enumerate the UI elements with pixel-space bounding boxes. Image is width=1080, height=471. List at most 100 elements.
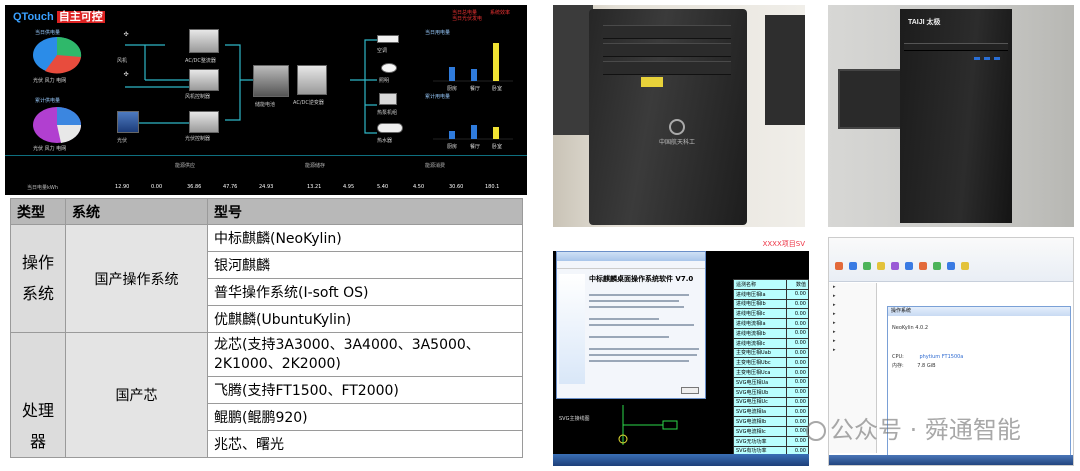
footer-value: 180.1 (485, 184, 500, 190)
toolbar-icon[interactable] (891, 262, 899, 270)
case-brand-casic: 中国航天科工 (658, 139, 695, 146)
toolbar-icon[interactable] (877, 262, 885, 270)
dialog-menu (557, 261, 705, 269)
model-row: 优麒麟(UbuntuKylin) (207, 305, 523, 333)
chart-title-daily-use: 当日用电量 (425, 30, 451, 36)
eq-label-battery: 储能电池 (255, 102, 276, 108)
footer-value: 4.50 (413, 184, 425, 190)
usb-port-icon (974, 57, 980, 60)
casic-logo-icon (669, 119, 685, 135)
daily-use-cat-3: 卧室 (492, 86, 503, 92)
eq-label-inverter: AC/DC逆变器 (293, 100, 324, 106)
chart-title-total-use: 累计用电量 (425, 94, 451, 100)
eq-label-heatpump: 热泵机组 (377, 110, 398, 116)
footer-value: 0.00 (151, 184, 163, 190)
telemetry-value: 0.00 (786, 347, 809, 359)
taskbar (829, 455, 1073, 465)
model-row: 普华操作系统(I-soft OS) (207, 278, 523, 306)
toolbar-icon[interactable] (863, 262, 871, 270)
footer-group-storage: 能源储存 (305, 163, 326, 169)
neokylin-logo-icon (559, 274, 585, 384)
telemetry-name: SVG电压相Uc (732, 396, 788, 408)
usb-port-icon (994, 57, 1000, 60)
computer-case-photo-taiji: TAIJI 太极 (828, 5, 1074, 227)
telemetry-name: SVG电压相Ua (732, 376, 788, 388)
pie-legend-total: 光伏 风力 电网 (33, 146, 67, 152)
pie-title-daily: 当日供电量 (35, 30, 61, 36)
toolbar-icon[interactable] (947, 262, 955, 270)
yellow-sticker (641, 77, 663, 87)
telemetry-header-value: 数值 (786, 279, 809, 290)
category-os-label: 操作系统 (21, 253, 54, 303)
model-row: 银河麒麟 (207, 251, 523, 279)
toolbar-icon[interactable] (919, 262, 927, 270)
footer-row-label: 当日电量kWh (27, 185, 59, 191)
os-name: NeoKylin 4.0.2 (892, 325, 929, 331)
toolbar-icon[interactable] (849, 262, 857, 270)
total-use-cat-2: 餐厅 (470, 144, 481, 150)
telemetry-value: 0.00 (786, 288, 809, 300)
ok-button[interactable] (681, 387, 699, 394)
header-system: 系统 (65, 198, 208, 225)
mem-value: 7.8 GiB (917, 363, 936, 369)
footer-value: 12.90 (115, 184, 130, 190)
dialog-title: 中标麒麟桌面操作系统软件 V7.0 (589, 275, 694, 283)
toolbar-icon[interactable] (835, 262, 843, 270)
background-monitor (553, 5, 593, 135)
telemetry-value: 0.00 (786, 386, 809, 398)
telemetry-value: 0.00 (786, 357, 809, 369)
cpu-label: CPU: (892, 354, 904, 360)
solar-panel-icon (117, 111, 139, 133)
model-row: 兆芯、曙光 (207, 430, 523, 458)
computer-tower-casic: 中国航天科工 (589, 9, 747, 225)
telemetry-name: 进线电压相Ia (732, 288, 788, 300)
daily-use-cat-2: 餐厅 (470, 86, 481, 92)
eq-label-solar: 光伏 (117, 138, 128, 144)
usb-port-icon (984, 57, 990, 60)
mem-label: 内存: (892, 363, 904, 369)
neokylin-config-screenshot: ▸▸▸▸ ▸▸▸▸ 操作系统 NeoKylin 4.0.2 CPU: phyti… (828, 237, 1074, 466)
sw1-header: XXXX项目SV (553, 237, 809, 251)
system-domestic-os: 国产操作系统 (65, 224, 208, 333)
svg-circuit-diagram (618, 405, 678, 445)
compatibility-spec-table: 类型 系统 型号 操作系统 国产操作系统 中标麒麟(NeoKylin) 银河麒麟… (10, 198, 523, 458)
pie-chart-total (33, 107, 82, 143)
telemetry-name: 主变电压相Uca (732, 367, 788, 378)
ribbon-toolbar (829, 238, 1073, 282)
footer-value: 36.86 (187, 184, 202, 190)
toolbar-icon[interactable] (961, 262, 969, 270)
optical-drive (904, 43, 1008, 51)
total-use-cat-1: 厨房 (447, 144, 458, 150)
top-label-1: 当日总电量 (452, 10, 478, 16)
toolbar-icon[interactable] (905, 262, 913, 270)
toolbar-icon[interactable] (933, 262, 941, 270)
footer-value: 4.95 (343, 184, 355, 190)
footer-group-consume: 能源消费 (425, 163, 446, 169)
telemetry-name: 主变电压相Ubc (732, 357, 788, 369)
top-label-3: 系统效率 (490, 10, 511, 16)
eq-label-rectifier: AC/DC整流器 (185, 58, 216, 64)
top-label-2: 当日光伏发电 (452, 16, 483, 22)
telemetry-value: 0.00 (786, 376, 809, 388)
model-row: 中标麒麟(NeoKylin) (207, 224, 523, 252)
telemetry-value: 0.00 (786, 327, 809, 339)
header-type: 类型 (10, 198, 66, 225)
bar-chart-daily-use (433, 43, 513, 82)
rectifier-cabinet (189, 29, 219, 53)
cpu-value: phytium FT1500a (919, 354, 964, 360)
category-processor-label: 处理器 (21, 401, 54, 451)
footer-group-supply: 能源供应 (175, 163, 196, 169)
battery-storage (253, 65, 289, 97)
